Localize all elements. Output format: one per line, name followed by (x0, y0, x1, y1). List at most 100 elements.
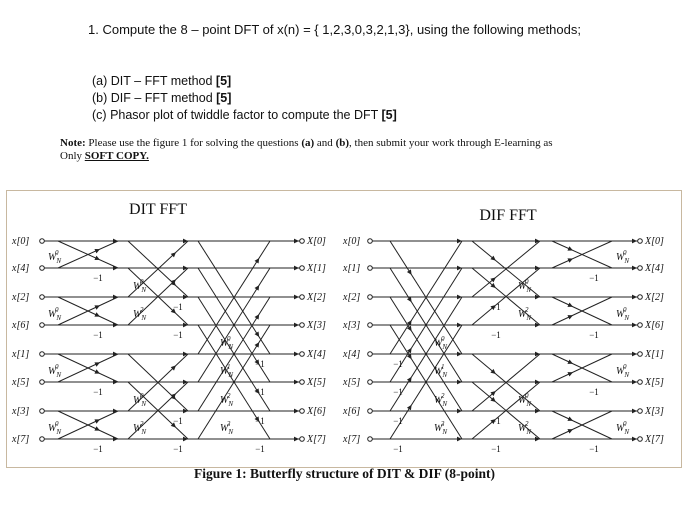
arrowhead (183, 379, 188, 385)
arrowhead (254, 331, 260, 338)
arrowhead (94, 426, 100, 431)
dif-input-label: x[3] (342, 320, 360, 331)
node (367, 436, 373, 442)
minus-one-label: −1 (393, 359, 403, 369)
node (637, 238, 643, 244)
dif-input-label: x[5] (342, 377, 360, 388)
dif-input-label: x[6] (342, 406, 360, 417)
arrowhead (294, 294, 299, 300)
dit-output-label: X[5] (306, 377, 326, 388)
node (637, 265, 643, 271)
arrowhead (113, 322, 118, 328)
arrowhead (457, 436, 462, 442)
minus-one-label: −1 (491, 330, 501, 340)
arrowhead (535, 322, 540, 328)
arrowhead (406, 347, 412, 354)
signal-line (471, 267, 541, 326)
arrowhead (183, 408, 188, 414)
node (39, 294, 45, 300)
arrowhead (632, 408, 637, 414)
node (637, 379, 643, 385)
arrowhead (535, 351, 540, 357)
arrowhead (632, 238, 637, 244)
minus-one-label: −1 (93, 330, 103, 340)
dif-twiddle-s2: WN2 (518, 306, 531, 322)
arrowhead (632, 351, 637, 357)
dif-output-label: X[3] (644, 406, 664, 417)
arrowhead (567, 246, 573, 251)
figure-frame (6, 190, 682, 468)
node (299, 238, 305, 244)
part-b: (b) DIF – FFT method [5] (92, 91, 232, 105)
minus-one-label: −1 (255, 444, 265, 454)
arrowhead (457, 408, 462, 414)
dif-output-label: X[4] (644, 263, 664, 274)
arrowhead (567, 372, 573, 377)
arrowhead (294, 408, 299, 414)
arrowhead (170, 422, 176, 428)
arrowhead (632, 322, 637, 328)
node (39, 351, 45, 357)
arrowhead (457, 351, 462, 357)
signal-line (389, 296, 463, 412)
arrowhead (632, 379, 637, 385)
arrowhead (294, 436, 299, 442)
arrowhead (170, 365, 176, 371)
arrowhead (254, 285, 260, 291)
question-number: 1. (88, 22, 99, 37)
dit-twiddle-s2: WN0 (133, 278, 146, 294)
dif-input-label: x[1] (342, 263, 360, 274)
node (39, 436, 45, 442)
minus-one-label: −1 (491, 416, 501, 426)
dif-twiddle-s3: WN0 (616, 306, 629, 322)
node (367, 408, 373, 414)
arrowhead (490, 419, 496, 425)
arrowhead (113, 351, 118, 357)
dif-output-label: X[2] (644, 292, 664, 303)
arrowhead (113, 379, 118, 385)
arrowhead (567, 416, 573, 421)
node (299, 351, 305, 357)
minus-one-label: −1 (93, 444, 103, 454)
node (367, 294, 373, 300)
arrowhead (183, 436, 188, 442)
arrowhead (113, 294, 118, 300)
dit-output-label: X[4] (306, 349, 326, 360)
dif-input-label: x[7] (342, 434, 360, 445)
arrowhead (113, 238, 118, 244)
arrowhead (632, 294, 637, 300)
dit-output-label: X[6] (306, 406, 326, 417)
arrowhead (294, 351, 299, 357)
arrowhead (183, 265, 188, 271)
minus-one-label: −1 (93, 387, 103, 397)
arrowhead (490, 368, 496, 374)
dit-twiddle-s3: WN1 (220, 363, 233, 379)
dit-twiddle-s2: WN2 (133, 420, 146, 436)
dif-title: DIF FFT (479, 207, 537, 224)
minus-one-label: −1 (589, 273, 599, 283)
node (367, 265, 373, 271)
node (39, 322, 45, 328)
arrowhead (294, 322, 299, 328)
arrowhead (294, 265, 299, 271)
arrowhead (457, 265, 462, 271)
signal-line (57, 240, 119, 269)
minus-one-label: −1 (589, 387, 599, 397)
arrowhead (183, 322, 188, 328)
signal-line (127, 240, 189, 298)
dit-twiddle-s1: WN0 (48, 420, 61, 436)
diagram-labels: DIT FFTx[0]X[0]x[4]X[1]x[2]X[2]x[6]X[3]x… (11, 201, 664, 454)
node (39, 238, 45, 244)
dit-output-label: X[0] (306, 236, 326, 247)
arrowhead (254, 342, 260, 348)
signal-line (551, 296, 613, 326)
dif-twiddle-s3: WN0 (616, 363, 629, 379)
arrowhead (94, 255, 100, 261)
dif-input-label: x[2] (342, 292, 360, 303)
dit-twiddle-s2: WN0 (133, 392, 146, 408)
arrowhead (406, 269, 412, 275)
dit-output-label: X[2] (306, 292, 326, 303)
arrowhead (254, 257, 260, 264)
dit-twiddle-s2: WN2 (133, 306, 146, 322)
